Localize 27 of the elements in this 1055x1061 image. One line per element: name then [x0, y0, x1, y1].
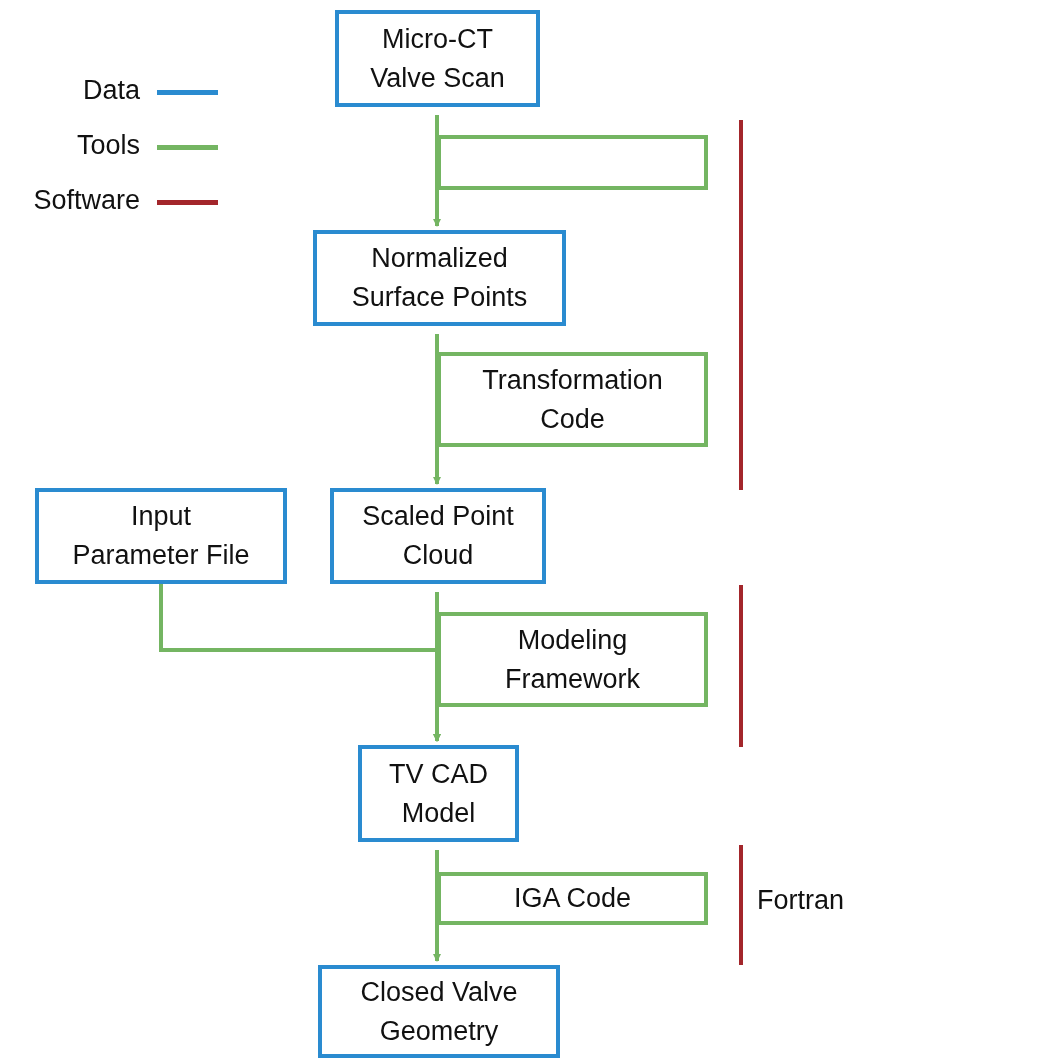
node-text: Closed Valve Geometry [359, 975, 519, 1048]
data-box [330, 488, 546, 584]
data-box [335, 10, 540, 107]
node-text: IGA Code [513, 882, 632, 915]
node-text: Transformation Code [481, 363, 664, 436]
legend-text: Tools [76, 130, 140, 161]
tool-box [437, 135, 708, 190]
data-box [35, 488, 287, 584]
software-label: Fortran [757, 885, 845, 916]
data-box [313, 230, 566, 326]
node-text: Normalized Surface Points [350, 242, 529, 314]
arrow [433, 334, 441, 485]
arrow [159, 584, 441, 742]
node-text: Micro-CT Valve Scan [369, 22, 506, 95]
node-text: Modeling Framework [504, 623, 641, 696]
node-text: Scaled Point Cloud [361, 500, 515, 572]
node-text: TV CAD Model [388, 757, 489, 830]
tool-box [437, 612, 708, 707]
node-text: Input Parameter File [71, 500, 251, 572]
tool-box [437, 872, 708, 925]
arrow [433, 115, 441, 227]
tool-box [437, 352, 708, 447]
data-box [318, 965, 560, 1058]
legend-text: Software [33, 185, 140, 216]
arrow [433, 850, 441, 962]
legend-text: Data [82, 75, 140, 106]
data-box [358, 745, 519, 842]
